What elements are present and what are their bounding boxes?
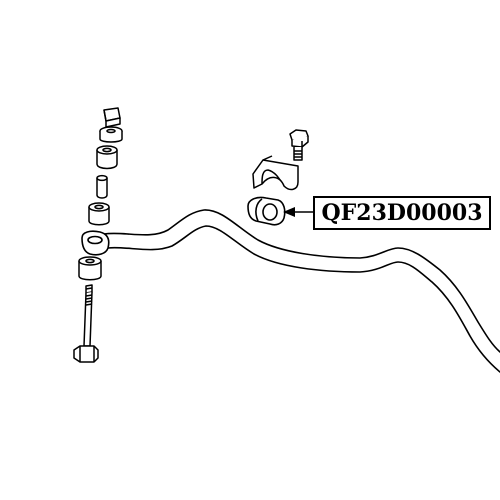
top-washer: [99, 126, 123, 143]
top-nut: [103, 107, 121, 128]
stabilizer-bar-bushing: [247, 196, 286, 226]
part-number-label: QF23D00003: [313, 196, 491, 230]
stabilizer-bar: [103, 209, 500, 373]
part-pointer-arrow: [283, 207, 313, 217]
bar-end-eye: [81, 230, 110, 256]
bushing-bracket: [252, 155, 299, 191]
upper-link-bushing: [96, 145, 118, 170]
middle-link-bushing: [88, 202, 110, 226]
link-bolt: [73, 284, 99, 363]
link-sleeve: [96, 174, 108, 199]
lower-link-bushing: [78, 256, 102, 281]
bracket-bolt: [289, 129, 309, 161]
stabilizer-link-assembly: [73, 107, 123, 363]
part-number-text: QF23D00003: [321, 200, 483, 226]
